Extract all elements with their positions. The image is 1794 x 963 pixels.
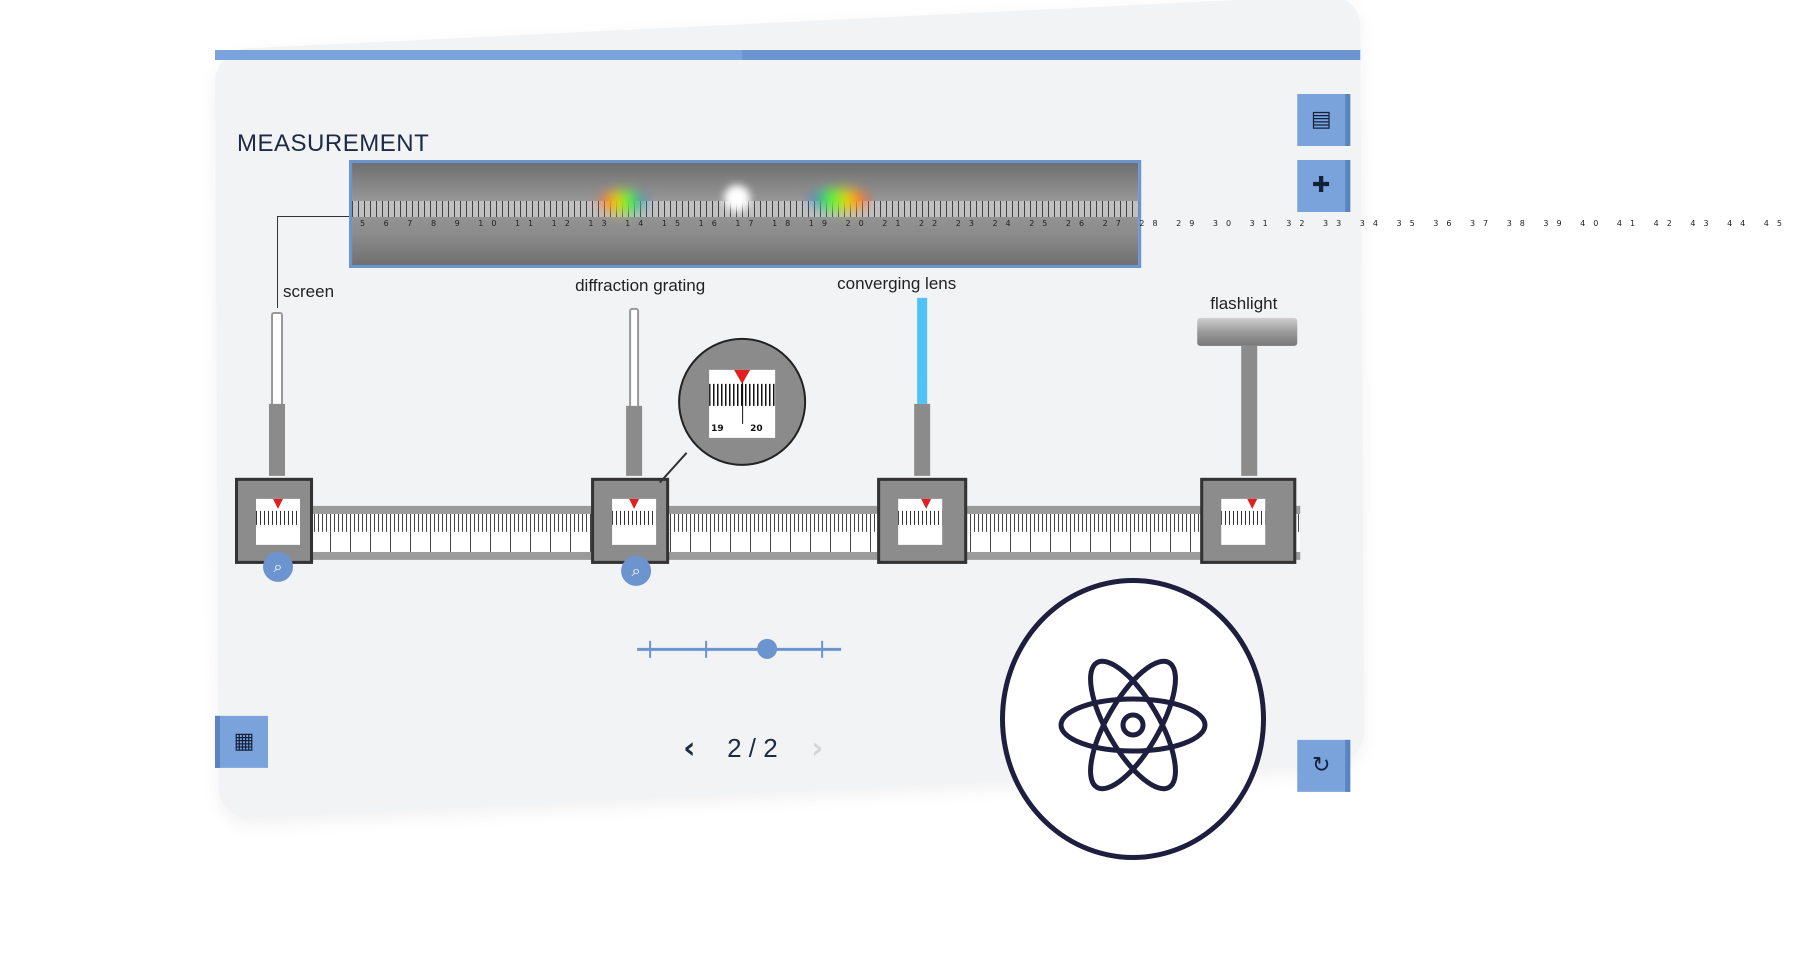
magnifier-leader	[659, 452, 688, 484]
lens-element[interactable]	[917, 297, 928, 404]
reload-icon: ↻	[1312, 752, 1331, 778]
flashlight-body[interactable]	[1197, 317, 1298, 346]
top-bar	[214, 49, 1361, 60]
page-indicator: 2 / 2	[727, 732, 778, 763]
carriage-lens[interactable]	[877, 477, 968, 564]
slider[interactable]	[637, 634, 842, 664]
label-screen: screen	[283, 281, 335, 301]
screen-element[interactable]	[271, 311, 284, 408]
magnifier-view: 19 20	[678, 337, 807, 466]
atom-icon	[1058, 658, 1208, 792]
slider-tick	[649, 640, 652, 658]
zoom-in-icon[interactable]: ⌕	[263, 551, 294, 582]
carriage-flashlight[interactable]	[1200, 477, 1297, 564]
bench-scale-major	[310, 531, 1301, 552]
carriage-screen[interactable]	[235, 477, 314, 564]
document-icon: ▦	[233, 728, 255, 754]
comment-button[interactable]: ▤	[1297, 93, 1351, 146]
carriage-grating[interactable]	[591, 477, 670, 564]
magnifier-left-number: 19	[711, 423, 724, 434]
label-lens: converging lens	[837, 273, 957, 293]
flashlight-post	[1241, 345, 1258, 476]
comment-icon: ▤	[1310, 106, 1332, 132]
document-button[interactable]: ▦	[214, 715, 269, 768]
lens-post	[914, 403, 931, 476]
grating-post	[626, 405, 643, 476]
optical-bench	[310, 505, 1301, 560]
slider-tick	[705, 640, 708, 658]
magnifier-right-number: 20	[750, 423, 763, 434]
reload-button[interactable]: ↻	[1297, 739, 1351, 792]
slider-tick	[821, 640, 824, 658]
right-spectrum	[810, 188, 869, 211]
slider-handle[interactable]	[757, 638, 778, 659]
add-document-button[interactable]: ✚	[1297, 159, 1351, 212]
screen-post	[269, 403, 286, 476]
next-arrow-icon[interactable]: ›	[811, 730, 824, 766]
slider-track	[637, 647, 842, 651]
leader-line-vertical	[277, 215, 279, 308]
central-maximum	[724, 184, 751, 211]
zoom-in-icon[interactable]: ⌕	[621, 555, 652, 586]
leader-line	[277, 215, 350, 217]
left-spectrum	[600, 190, 647, 213]
atom-badge	[1000, 578, 1266, 860]
label-grating: diffraction grating	[575, 275, 706, 295]
grating-element[interactable]	[629, 307, 640, 410]
spectrum-photo: 5 6 7 8 9 10 11 12 13 14 15 16 17 18 19 …	[349, 159, 1790, 268]
photo-scale-numbers: 5 6 7 8 9 10 11 12 13 14 15 16 17 18 19 …	[360, 218, 1791, 228]
prev-arrow-icon[interactable]: ‹	[683, 730, 696, 766]
label-flashlight: flashlight	[1210, 293, 1278, 313]
page-title: MEASUREMENT	[237, 129, 430, 157]
add-document-icon: ✚	[1312, 172, 1331, 198]
